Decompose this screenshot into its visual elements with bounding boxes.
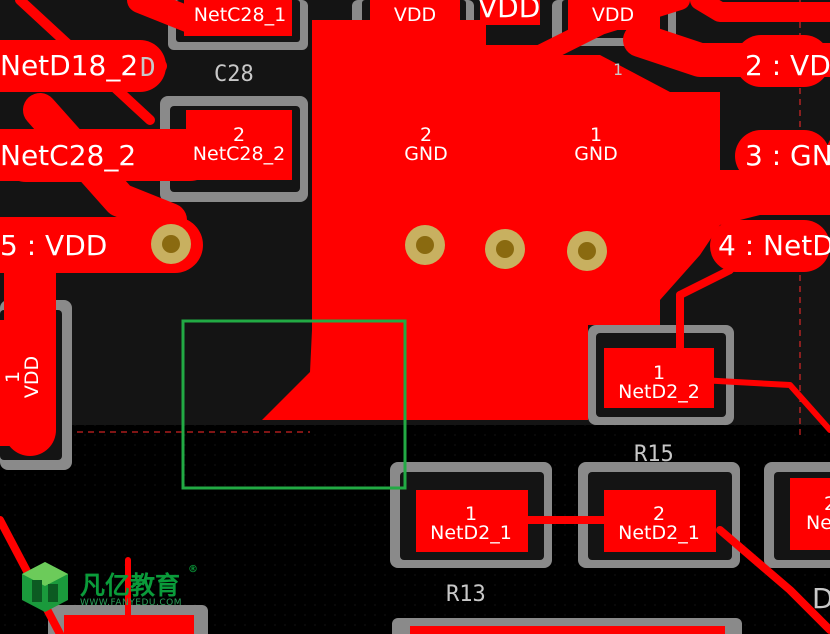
pad-number: 2 bbox=[419, 124, 433, 146]
selection-box[interactable] bbox=[181, 319, 407, 490]
pad-net: NetC28_1 bbox=[193, 4, 287, 26]
pin-one-mark: 1 bbox=[613, 60, 623, 79]
pad-number: 2 bbox=[790, 495, 830, 514]
pad-r15-1[interactable]: 1 NetD2_2 bbox=[604, 364, 714, 402]
net-label-vdd-top: VDD bbox=[478, 0, 541, 24]
pad-gnd-1[interactable]: 1 GND bbox=[566, 126, 626, 164]
pad-gnd-2[interactable]: 2 GND bbox=[396, 126, 456, 164]
pad-net: NetD2_1 bbox=[430, 522, 512, 544]
designator-d-left: D bbox=[140, 53, 156, 83]
designator-c28: C28 bbox=[214, 62, 254, 87]
pad-number: 2 bbox=[232, 124, 246, 146]
pour-notch bbox=[495, 25, 525, 45]
pad-net: GND bbox=[404, 143, 448, 165]
designator-r13: R13 bbox=[446, 582, 486, 607]
net-label-netc28-2[interactable]: NetC28_2 bbox=[0, 139, 137, 172]
vdd-copper-top bbox=[480, 0, 540, 25]
net-label-netd18-2[interactable]: NetD18_2 bbox=[0, 49, 139, 82]
vias bbox=[151, 224, 607, 271]
designator-r15: R15 bbox=[634, 442, 674, 467]
logo-chinese-text: 凡亿教育 bbox=[80, 571, 181, 600]
pad-top-vdd-left[interactable]: VDD bbox=[370, 6, 460, 25]
pad-number: 1 bbox=[652, 362, 666, 384]
net-label-netd-4[interactable]: 4 : NetD bbox=[718, 229, 830, 262]
pad-r15-2[interactable]: 2 NetD2_1 bbox=[604, 505, 714, 543]
pad-net: NetC28_2 bbox=[192, 143, 286, 165]
pad-number: 2 bbox=[652, 503, 666, 525]
pad-net: NetD2_2 bbox=[618, 381, 700, 403]
net-label-gnd-3[interactable]: 3 : GN bbox=[745, 139, 830, 172]
net-label-shapes bbox=[0, 35, 830, 273]
pad-net: VDD bbox=[591, 4, 635, 26]
pad-net: VDD bbox=[393, 4, 437, 26]
net-label-vdd-2[interactable]: 2 : VD bbox=[745, 49, 830, 82]
pad-c28-2[interactable]: 2 NetC28_2 bbox=[186, 126, 292, 164]
pad-c28-1[interactable]: NetC28_1 bbox=[186, 6, 294, 25]
pad-net: GND bbox=[574, 143, 618, 165]
pad-top-vdd-right[interactable]: VDD bbox=[568, 6, 658, 25]
pad-net: NetD2_1 bbox=[618, 522, 700, 544]
fanyi-logo-icon bbox=[22, 562, 68, 612]
pad-left-vertical[interactable]: 1 VDD bbox=[2, 342, 43, 412]
fanyi-logo: 凡亿教育 ® WWW.FANYEDU.COM bbox=[18, 560, 218, 620]
net-label-vdd-5[interactable]: 5 : VDD bbox=[0, 229, 108, 262]
logo-website: WWW.FANYEDU.COM bbox=[80, 598, 182, 608]
pad-right-partial[interactable]: 2 NetD bbox=[790, 495, 830, 533]
pad-number: 1 bbox=[464, 503, 478, 525]
pad-net: NetD bbox=[806, 512, 830, 534]
designator-d-right: D bbox=[812, 582, 830, 615]
pad-number: 1 bbox=[589, 124, 603, 146]
logo-registered: ® bbox=[188, 564, 198, 575]
pad-net: VDD bbox=[21, 355, 43, 399]
pad-r13-1[interactable]: 1 NetD2_1 bbox=[416, 505, 526, 543]
